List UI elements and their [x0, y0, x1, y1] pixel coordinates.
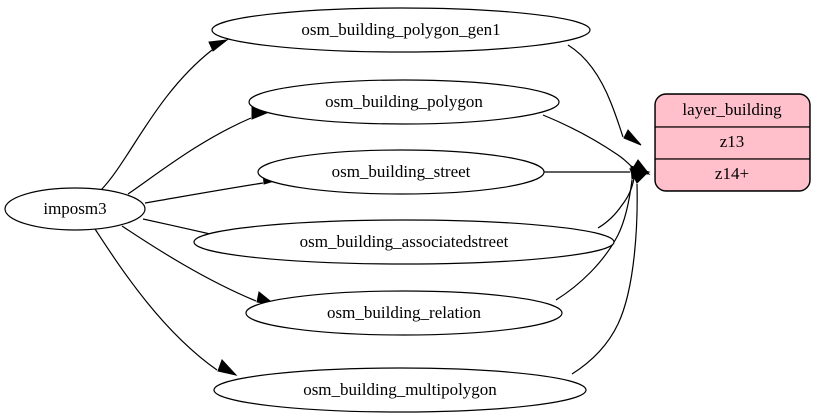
node-osm-building-polygon-shape[interactable] — [248, 79, 560, 125]
node-osm-building-street[interactable]: osm_building_street — [257, 149, 545, 195]
table-row-z13-bg[interactable] — [655, 126, 810, 160]
node-osm-building-relation[interactable]: osm_building_relation — [245, 290, 563, 336]
node-osm-building-polygon-gen1-label: osm_building_polygon_gen1 — [301, 20, 500, 39]
node-osm-building-street-shape[interactable] — [257, 149, 545, 195]
edge-multipolygon-to-z14plus[interactable] — [571, 168, 650, 375]
edge-polygon-to-z14plus[interactable] — [542, 114, 651, 176]
table-outer-border — [654, 93, 811, 192]
node-imposm3[interactable]: imposm3 — [4, 187, 146, 231]
edge-polygon-gen1-to-z13[interactable] — [567, 44, 642, 146]
node-osm-building-polygon-gen1-shape[interactable] — [211, 7, 591, 53]
node-osm-building-relation-shape[interactable] — [245, 290, 563, 336]
node-osm-building-associatedstreet-label: osm_building_associatedstreet — [300, 232, 509, 251]
node-osm-building-multipolygon-shape[interactable] — [213, 367, 587, 413]
node-osm-building-associatedstreet[interactable]: osm_building_associatedstreet — [193, 219, 615, 265]
node-osm-building-relation-label: osm_building_relation — [327, 303, 481, 322]
node-osm-building-associatedstreet-shape[interactable] — [193, 219, 615, 265]
table-row-z13-label: z13 — [720, 132, 745, 151]
node-osm-building-street-label: osm_building_street — [332, 162, 471, 181]
node-imposm3-label: imposm3 — [43, 199, 106, 218]
node-osm-building-multipolygon-label: osm_building_multipolygon — [303, 380, 497, 399]
table-row-z14plus-label: z14+ — [715, 164, 749, 183]
edge-group-target — [542, 44, 651, 375]
node-osm-building-multipolygon[interactable]: osm_building_multipolygon — [213, 367, 587, 413]
node-imposm3-shape[interactable] — [4, 187, 146, 231]
edge-imposm3-to-multipolygon[interactable] — [94, 228, 238, 376]
node-osm-building-polygon-gen1[interactable]: osm_building_polygon_gen1 — [211, 7, 591, 53]
edge-imposm3-to-polygon[interactable] — [127, 104, 271, 195]
node-osm-building-polygon-label: osm_building_polygon — [325, 92, 483, 111]
edge-imposm3-to-polygon-gen1[interactable] — [100, 39, 229, 191]
table-row-z14plus-bg[interactable] — [655, 158, 810, 191]
node-osm-building-polygon[interactable]: osm_building_polygon — [248, 79, 560, 125]
node-layer-building[interactable]: layer_building z13 z14+ — [654, 93, 811, 192]
table-header-row-label: layer_building — [682, 100, 782, 119]
